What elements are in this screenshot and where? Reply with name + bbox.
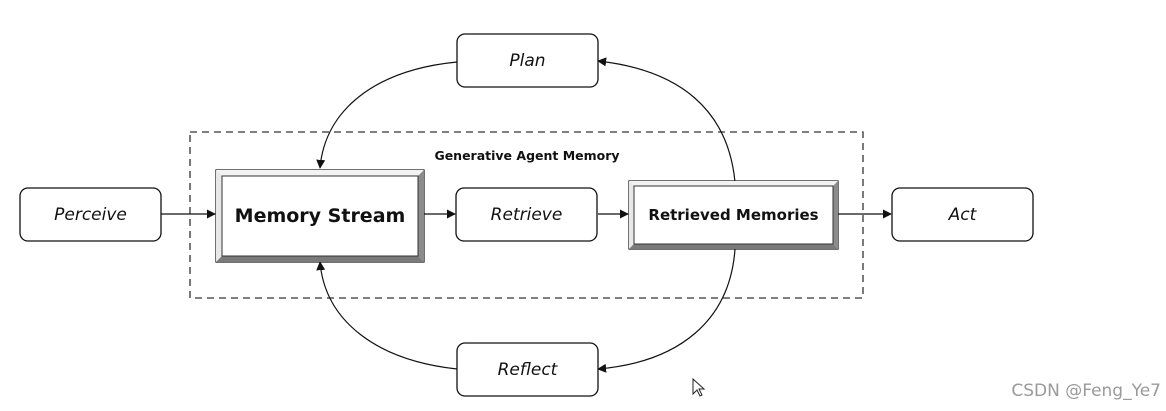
act-node: Act bbox=[891, 187, 1034, 242]
plan-label: Plan bbox=[509, 51, 545, 71]
reflect-label: Reflect bbox=[498, 360, 559, 380]
generative-agent-memory-group bbox=[189, 131, 864, 299]
plan-node: Plan bbox=[456, 33, 599, 88]
mouse-cursor-icon bbox=[692, 377, 706, 397]
memory-stream-node: Memory Stream bbox=[215, 169, 425, 263]
edge-retrieved-memories-to-reflect bbox=[597, 248, 736, 373]
edge-retrieved-memories-to-plan bbox=[597, 57, 736, 183]
retrieved-memories-label: Retrieved Memories bbox=[648, 206, 818, 224]
retrieved-memories-node: Retrieved Memories bbox=[628, 180, 839, 250]
group-label: Generative Agent Memory bbox=[434, 148, 619, 163]
perceive-node: Perceive bbox=[19, 187, 162, 242]
perceive-label: Perceive bbox=[54, 205, 127, 225]
edge-plan-to-memory-stream bbox=[316, 61, 458, 169]
edge-reflect-to-memory-stream bbox=[316, 261, 458, 370]
retrieve-node: Retrieve bbox=[455, 187, 598, 242]
watermark: CSDN @Feng_Ye7 bbox=[1011, 381, 1161, 401]
act-label: Act bbox=[948, 205, 978, 225]
reflect-node: Reflect bbox=[456, 342, 599, 397]
retrieve-label: Retrieve bbox=[491, 205, 563, 225]
memory-stream-label: Memory Stream bbox=[235, 205, 406, 227]
